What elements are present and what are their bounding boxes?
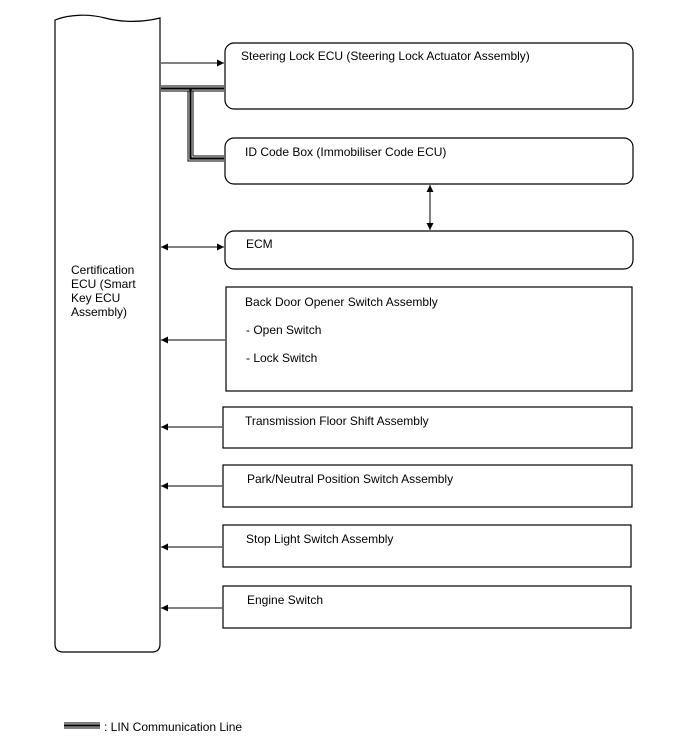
open-switch-label: - Open Switch	[246, 323, 322, 337]
certification-ecu-label: Certification ECU (Smart Key ECU Assembl…	[71, 263, 136, 319]
park-neutral-switch-label: Park/Neutral Position Switch Assembly	[247, 472, 454, 486]
legend-lin-symbol	[64, 722, 100, 729]
id-code-box-label: ID Code Box (Immobiliser Code ECU)	[245, 145, 447, 159]
stop-light-switch-box	[222, 524, 632, 568]
certification-ecu-box	[54, 14, 161, 653]
steering-lock-ecu-label: Steering Lock ECU (Steering Lock Actuato…	[241, 49, 530, 63]
stop-light-switch-label: Stop Light Switch Assembly	[246, 532, 394, 546]
engine-switch-label: Engine Switch	[247, 593, 324, 607]
engine-switch-box	[222, 585, 632, 629]
park-neutral-switch-box	[222, 464, 633, 508]
steering-lock-ecu-box	[224, 42, 634, 110]
lin-communication-line	[161, 85, 224, 162]
lock-switch-label: - Lock Switch	[246, 351, 318, 365]
back-door-opener-switch-label: Back Door Opener Switch Assembly	[245, 295, 438, 309]
id-code-box	[224, 137, 634, 185]
ecm-label: ECM	[246, 237, 273, 251]
back-door-opener-switch-box	[225, 286, 633, 392]
legend-lin-label: : LIN Communication Line	[104, 720, 243, 734]
transmission-floor-shift-box	[222, 406, 633, 449]
ecm-box	[224, 230, 634, 270]
transmission-floor-shift-label: Transmission Floor Shift Assembly	[245, 414, 429, 428]
